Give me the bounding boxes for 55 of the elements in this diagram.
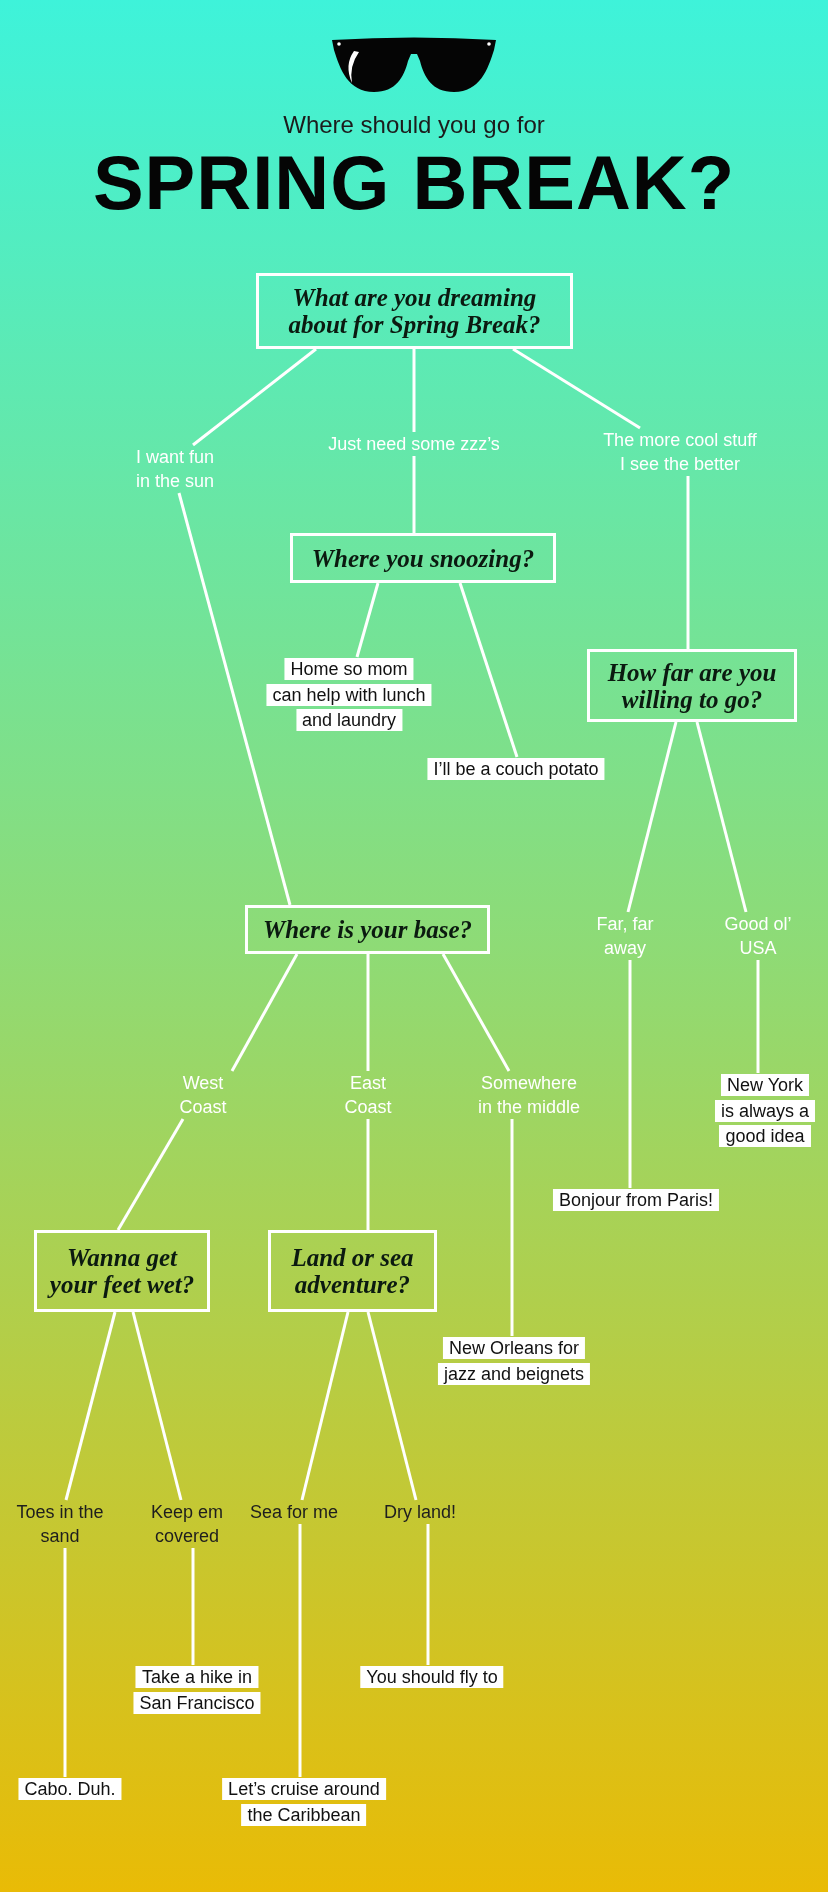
result-label: Bonjour from Paris!	[552, 1188, 720, 1214]
connector-line	[366, 1311, 418, 1501]
answer-text: Toes in the sand	[16, 1500, 104, 1548]
connector-line	[695, 721, 748, 913]
answer-text: West Coast	[179, 1071, 227, 1119]
connector-line	[510, 1119, 514, 1336]
result-label: Home so mom can help with lunch and laundry	[266, 657, 432, 734]
answer-text: Good ol’ USA	[724, 912, 792, 960]
connector-line	[366, 954, 370, 1071]
connector-line	[192, 347, 317, 447]
result-label: New Orleans for jazz and beignets	[437, 1336, 591, 1387]
result-label: New York is always a good idea	[715, 1073, 815, 1150]
connector-line	[63, 1548, 67, 1777]
question-box: What are you dreaming about for Spring Break?	[256, 273, 573, 349]
connector-line	[131, 1311, 183, 1501]
answer-text: East Coast	[344, 1071, 392, 1119]
answer-text: Dry land!	[384, 1500, 456, 1524]
question-box: Where is your base?	[245, 905, 490, 954]
answer-text: Somewhere in the middle	[477, 1071, 581, 1119]
result-label: I’ll be a couch potato	[427, 757, 605, 783]
result-label: Let’s cruise around the Caribbean	[222, 1777, 386, 1828]
connector-line	[191, 1548, 195, 1665]
question-box: How far are you willing to go?	[587, 649, 797, 722]
connector-line	[177, 492, 292, 906]
connector-line	[230, 953, 299, 1072]
connector-line	[64, 1311, 117, 1501]
connector-line	[300, 1311, 350, 1501]
connector-line	[756, 960, 760, 1073]
connector-line	[458, 582, 519, 758]
connector-line	[412, 349, 416, 432]
result-label: You should fly to	[360, 1665, 504, 1691]
question-box: Wanna get your feet wet?	[34, 1230, 210, 1312]
connector-line	[366, 1119, 370, 1230]
connector-line	[355, 582, 380, 658]
connector-line	[426, 1524, 430, 1665]
question-box: Where you snoozing?	[290, 533, 556, 583]
question-box: Land or sea adventure?	[268, 1230, 437, 1312]
connector-line	[686, 476, 690, 649]
connector-line	[512, 347, 641, 430]
connector-line	[441, 953, 511, 1072]
connector-line	[412, 456, 416, 533]
connector-line	[626, 721, 678, 913]
result-label: Cabo. Duh.	[18, 1777, 122, 1803]
answer-text: Far, far away	[596, 912, 654, 960]
subtitle: Where should you go for	[283, 110, 545, 140]
answer-text: The more cool stuff I see the better	[603, 428, 757, 476]
answer-text: Sea for me	[250, 1500, 338, 1524]
title-heading: SPRING BREAK?	[92, 145, 736, 221]
connector-line	[116, 1118, 185, 1231]
result-label: Take a hike in San Francisco	[133, 1665, 261, 1716]
answer-text: Just need some zzz’s	[328, 432, 500, 456]
answer-text: I want fun in the sun	[135, 445, 215, 493]
connector-line	[298, 1524, 302, 1777]
connector-line	[628, 960, 632, 1188]
answer-text: Keep em covered	[151, 1500, 223, 1548]
